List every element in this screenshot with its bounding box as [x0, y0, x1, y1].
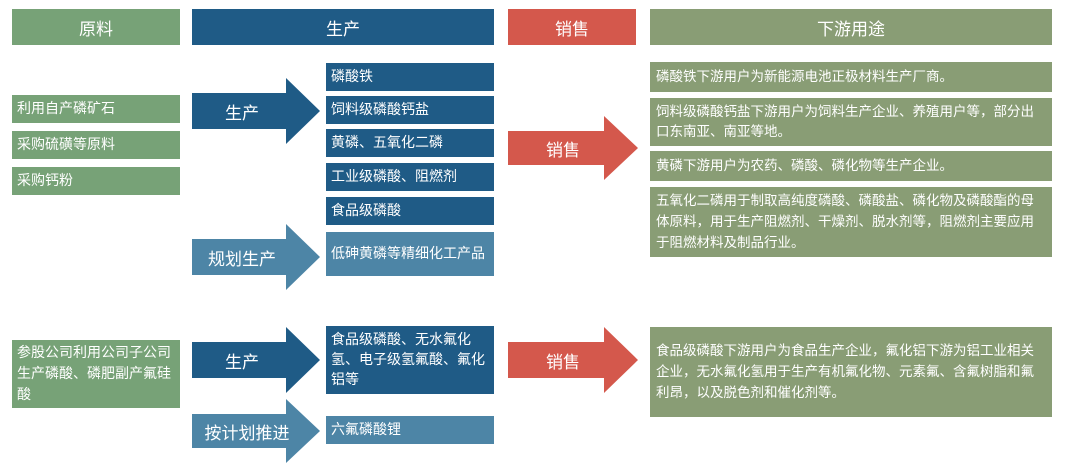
arrow-sales-1-label: 销售 [546, 140, 580, 161]
arrow-shape [192, 327, 320, 393]
header-raw: 原料 [12, 9, 180, 45]
arrow-shape [192, 224, 320, 290]
arrow-sales-2-label: 销售 [546, 352, 580, 373]
arrow-sales-1: 销售 [508, 116, 638, 180]
raw-item-phosphate-rock: 利用自产磷矿石 [12, 95, 180, 123]
header-sales: 销售 [508, 9, 636, 45]
arrow-push-label: 按计划推进 [204, 423, 290, 444]
header-production: 生产 [192, 9, 494, 45]
arrow-planned: 规划生产 [192, 224, 320, 290]
raw-item-calcium: 采购钙粉 [12, 167, 180, 195]
product-feed-calcium-phosphate: 饲料级磷酸钙盐 [326, 96, 494, 124]
product-food-phosphoric-acid: 食品级磷酸 [326, 197, 494, 225]
arrow-produce-2-label: 生产 [225, 352, 259, 373]
product-planned-fine-chemicals: 低砷黄磷等精细化工产品 [326, 232, 494, 276]
product-yellow-phosphorus: 黄磷、五氧化二磷 [326, 129, 494, 157]
use-lithium-iron-phosphate: 磷酸铁下游用户为新能源电池正极材料生产厂商。 [650, 62, 1052, 92]
use-yellow-phosphorus: 黄磷下游用户为农药、磷酸、磷化物等生产企业。 [650, 151, 1052, 181]
arrow-shape [192, 399, 320, 463]
raw-item-affiliate: 参股公司利用公司子公司生产磷酸、磷肥副产氟硅酸 [12, 340, 180, 408]
product-lithium-iron-phosphate: 磷酸铁 [326, 63, 494, 91]
arrow-sales-2: 销售 [508, 327, 638, 393]
arrow-shape [508, 327, 638, 393]
product-lithium-hexafluorophosphate: 六氟磷酸锂 [326, 416, 494, 444]
use-feed-calcium-phosphate: 饲料级磷酸钙盐下游用户为饲料生产企业、养殖用户等，部分出口东南亚、南亚等地。 [650, 98, 1052, 146]
arrow-produce-1: 生产 [192, 78, 320, 144]
raw-item-sulfur: 采购硫磺等原料 [12, 131, 180, 159]
use-phosphorus-pentoxide: 五氧化二磷用于制取高纯度磷酸、磷酸盐、磷化物及磷酸酯的母体原料，用于生产阻燃剂、… [650, 187, 1052, 257]
arrow-shape [508, 116, 638, 180]
arrow-produce-1-label: 生产 [225, 103, 259, 124]
arrow-produce-2: 生产 [192, 327, 320, 393]
product-fluorine-chemicals: 食品级磷酸、无水氟化氢、电子级氢氟酸、氟化铝等 [326, 326, 494, 394]
use-fluorine-chemicals: 食品级磷酸下游用户为食品生产企业，氟化铝下游为铝工业相关企业，无水氟化氢用于生产… [650, 327, 1052, 417]
arrow-push: 按计划推进 [192, 399, 320, 463]
arrow-planned-label: 规划生产 [208, 249, 276, 270]
header-downstream: 下游用途 [650, 9, 1052, 45]
product-industrial-phosphoric-acid: 工业级磷酸、阻燃剂 [326, 163, 494, 191]
arrow-shape [192, 78, 320, 144]
